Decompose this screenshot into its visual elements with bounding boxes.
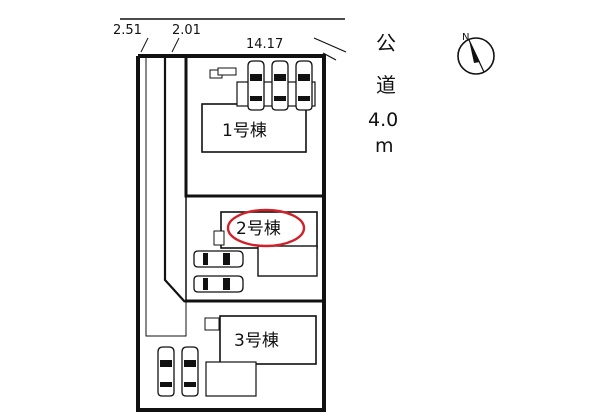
lot-boundary [136, 54, 326, 412]
car-icon [295, 60, 313, 111]
car-icon [181, 346, 199, 397]
access-path-divider [163, 58, 186, 303]
building-2-highlight-ring [226, 208, 306, 248]
dimension-left-frontage: 2.51 [113, 23, 142, 38]
access-path-thin [145, 58, 187, 337]
road-width-value: 4.0 [368, 109, 398, 131]
car-icon [247, 60, 265, 111]
dimension-tick [140, 37, 149, 53]
compass-north-label: N [462, 32, 469, 43]
building-3-wing [205, 361, 257, 397]
compass-icon: N [457, 32, 495, 75]
building-1-label: 1号棟 [222, 121, 267, 141]
building-2-label: 2号棟 [236, 219, 281, 239]
dimension-tick [171, 37, 180, 53]
building-3-label: 3号棟 [234, 331, 279, 351]
dimension-middle-frontage: 2.01 [172, 23, 201, 38]
car-icon [271, 60, 289, 111]
car-icon [193, 275, 244, 293]
dimension-top-frontage: 14.17 [246, 37, 283, 52]
car-icon [193, 250, 244, 268]
road-edge-line [313, 37, 347, 53]
building-3 [219, 315, 317, 365]
outdoor-unit [204, 317, 220, 331]
car-icon [157, 346, 175, 397]
road-label-char2: 道 [376, 73, 396, 97]
road-width-unit: m [375, 135, 394, 157]
road-label-char1: 公 [376, 31, 396, 55]
building-1 [201, 103, 307, 153]
building-2-wing [257, 245, 318, 277]
outdoor-unit [217, 67, 237, 76]
outdoor-unit [213, 230, 225, 246]
